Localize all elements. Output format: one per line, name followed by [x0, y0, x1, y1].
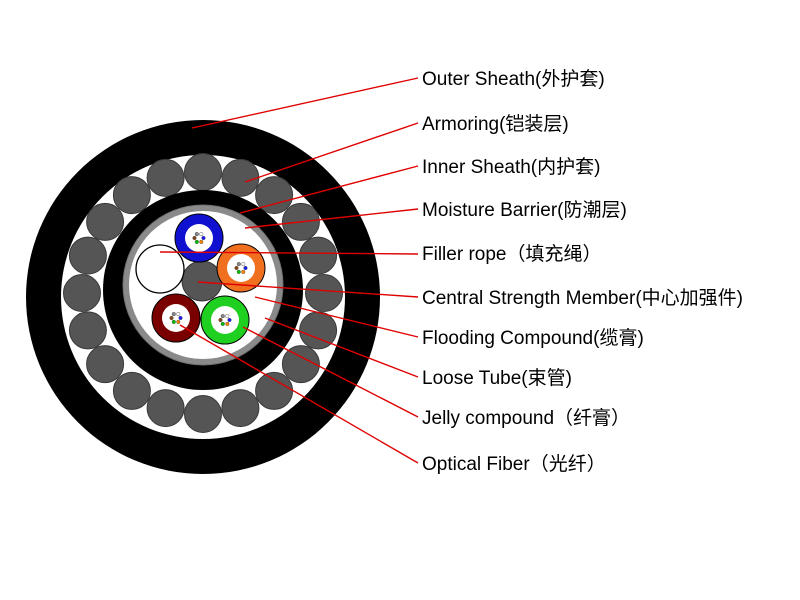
- optical-fibers: [169, 232, 248, 326]
- optical-fiber: [241, 269, 246, 274]
- armor-wire: [146, 389, 185, 428]
- leader-line: [159, 251, 419, 255]
- leader-line: [239, 165, 419, 214]
- optical-fiber: [176, 319, 181, 324]
- armor-wire: [112, 176, 151, 215]
- optical-fiber: [171, 319, 176, 324]
- label-inner-sheath: Inner Sheath(内护套): [422, 156, 600, 178]
- armor-wire: [255, 371, 294, 410]
- label-flooding-compound: Flooding Compound(缆膏): [422, 326, 644, 349]
- optical-fiber: [241, 262, 246, 267]
- leader-lines: [159, 77, 419, 464]
- loose-tube-orange: [216, 243, 266, 293]
- optical-fiber: [236, 269, 241, 274]
- armor-wire: [68, 236, 107, 275]
- optical-fiber: [178, 316, 183, 321]
- armor-wire: [68, 311, 107, 350]
- optical-fiber: [243, 266, 248, 271]
- optical-fiber: [225, 314, 230, 319]
- leader-line: [244, 208, 419, 229]
- optical-fiber: [194, 232, 199, 237]
- label-jelly-compound: Jelly compound（纤膏）: [422, 406, 630, 429]
- labels: Outer Sheath(外护套) Armoring(铠装层) Inner Sh…: [422, 68, 743, 475]
- armor-wire: [86, 345, 125, 384]
- armor-wire: [146, 158, 185, 197]
- optical-fiber: [236, 262, 241, 267]
- armor-wire: [221, 389, 260, 428]
- optical-fiber: [220, 314, 225, 319]
- label-filler-rope: Filler rope（填充绳）: [422, 243, 601, 265]
- optical-fiber: [199, 232, 204, 237]
- label-central-strength-member: Central Strength Member(中心加强件): [422, 287, 743, 309]
- loose-tube-blue: [174, 213, 224, 263]
- label-moisture-barrier: Moisture Barrier(防潮层): [422, 199, 627, 221]
- central-strength-member: [181, 260, 223, 302]
- optical-fiber: [225, 321, 230, 326]
- leader-line: [244, 122, 419, 183]
- armor-wire: [63, 274, 101, 312]
- optical-fiber: [220, 321, 225, 326]
- optical-fiber: [199, 239, 204, 244]
- filler-rope: [135, 244, 185, 294]
- optical-fiber: [194, 239, 199, 244]
- optical-fiber: [234, 266, 239, 271]
- leader-line: [264, 317, 419, 378]
- leader-line: [179, 324, 419, 464]
- optical-fiber: [192, 235, 197, 240]
- armor-wire: [86, 202, 125, 241]
- armor-wire: [184, 395, 222, 433]
- leader-line: [254, 296, 419, 338]
- loose-tube-green: [200, 295, 250, 345]
- armor-wire: [184, 153, 222, 191]
- armor-wire: [281, 345, 320, 384]
- label-armoring: Armoring(铠装层): [422, 113, 569, 135]
- label-outer-sheath: Outer Sheath(外护套): [422, 68, 605, 90]
- armor-wire: [305, 274, 343, 312]
- leader-line: [197, 281, 419, 298]
- optical-fiber: [176, 312, 181, 317]
- label-optical-fiber: Optical Fiber（光纤）: [422, 453, 606, 475]
- optical-fiber: [169, 316, 174, 321]
- armor-wire: [112, 371, 151, 410]
- optical-fiber: [171, 312, 176, 317]
- optical-fiber: [201, 235, 206, 240]
- optical-fiber: [227, 318, 232, 323]
- label-loose-tube: Loose Tube(束管): [422, 367, 572, 389]
- leader-line: [242, 326, 419, 418]
- armor-wire: [299, 236, 338, 275]
- loose-tube-darkred: [151, 293, 201, 343]
- leader-line: [191, 77, 419, 129]
- optical-fiber: [218, 318, 223, 323]
- armor-wire: [221, 158, 260, 197]
- armor-wire: [255, 176, 294, 215]
